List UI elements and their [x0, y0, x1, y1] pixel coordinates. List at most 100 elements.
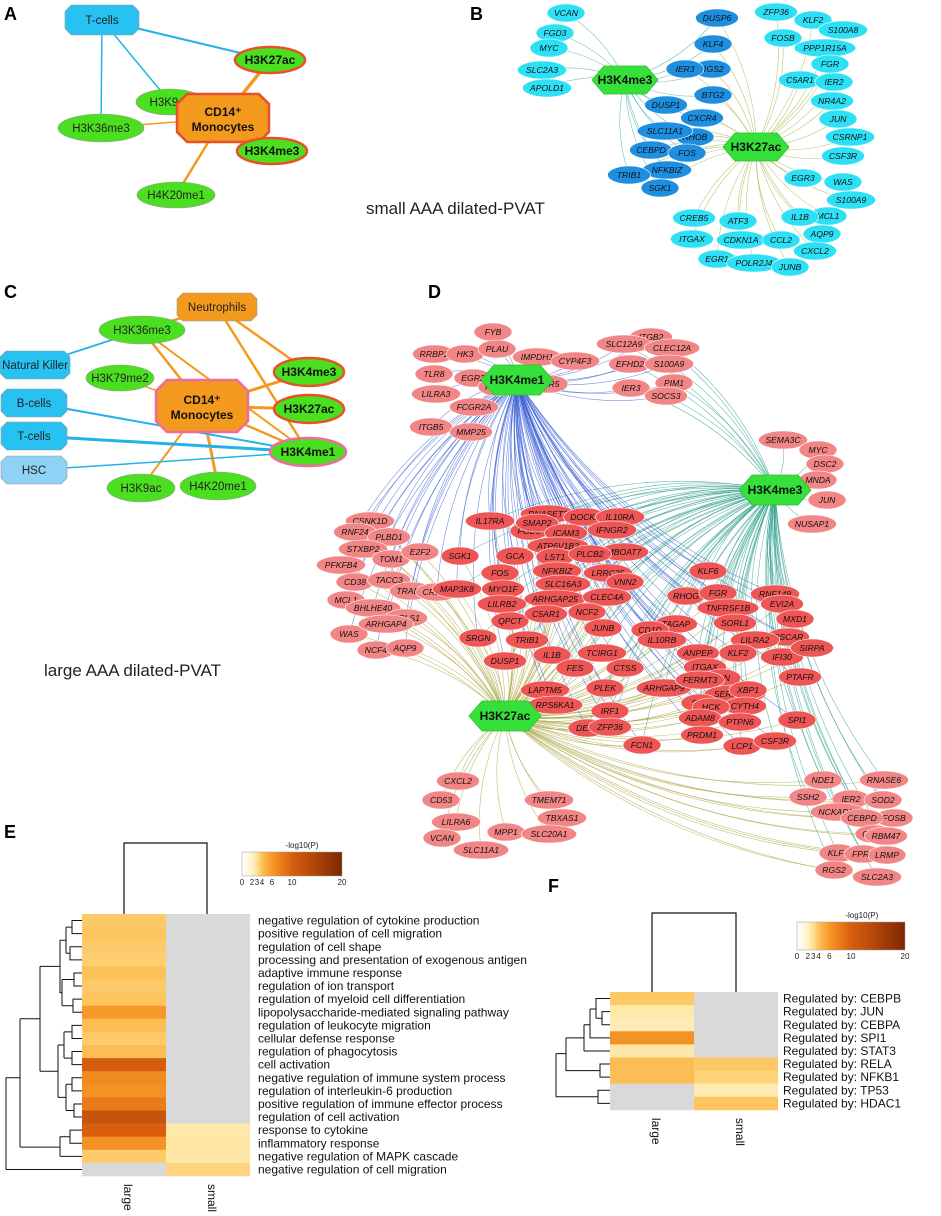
edge-d-me3-rgs2: [768, 489, 835, 871]
gene-label-slc11a1: SLC11A1: [647, 126, 683, 136]
gene-label-s100a9: S100A9: [654, 359, 685, 369]
hub-h3k27ac: [468, 700, 542, 732]
row-label: processing and presentation of exogenous…: [258, 953, 527, 967]
edge-d-me1-laptm5: [505, 379, 546, 691]
gene-label-s100a9: S100A9: [836, 195, 867, 205]
gene-label-itgax: ITGAX: [679, 234, 705, 244]
gene-clec4a: [582, 587, 632, 607]
gene-label-creb5: CREB5: [680, 213, 709, 223]
edge-d-ac-sirpa: [504, 647, 813, 718]
gene-label-ptpn6: PTPN6: [726, 717, 754, 727]
colorbar-tick: 2: [806, 952, 811, 961]
heat-cell-large: [82, 927, 166, 941]
gene-plcb2: [568, 544, 612, 564]
gene-label-junb: JUNB: [778, 262, 802, 272]
gene-label-nckap1l: NCKAP1L: [818, 807, 857, 817]
node-nk-label: Natural Killer: [2, 360, 68, 372]
node-bcells-shape: [0, 388, 68, 418]
gene-klf2: [793, 10, 833, 30]
node-h3k27ac-shape: [233, 45, 307, 75]
gene-label-anpep: ANPEP: [682, 648, 712, 658]
gene-label-itgax: ITGAX: [692, 662, 718, 672]
colorbar-tick: 2: [250, 878, 255, 887]
heat-cell-small: [694, 1096, 778, 1111]
gene-label-ccl2: CCL2: [770, 235, 792, 245]
gene-ptafr: [778, 667, 822, 687]
gene-label-ncf2: NCF2: [576, 607, 599, 617]
gene-label-rhob: RHOB: [683, 132, 708, 142]
heat-cell-large: [610, 1044, 694, 1058]
gene-spi1: [777, 710, 817, 730]
gene-label-csf3r: CSF3R: [761, 736, 789, 746]
gene-label-itgb2: ITGB2: [639, 332, 664, 342]
gene-itgax: [670, 229, 714, 249]
gene-label-zfp36: ZFP36: [596, 722, 623, 732]
gene-label-prdm1: PRDM1: [687, 730, 717, 740]
gene-vcan: [546, 3, 586, 23]
heat-cell-small: [166, 966, 250, 980]
edge-d-ac-nde1: [504, 715, 824, 783]
gene-label-arhgap4: ARHGAP4: [364, 619, 406, 629]
colorbar-tick: 3: [255, 878, 260, 887]
gene-c5ar1: [524, 604, 568, 624]
gene-label-irf1: IRF1: [601, 706, 620, 716]
colorbar-tick: 6: [270, 878, 275, 887]
gene-label-srgn: SRGN: [466, 633, 492, 643]
colorbar-tick: 6: [827, 952, 832, 961]
edge-d-ac-sgk1: [459, 555, 506, 717]
gene-label-il1b: IL1B: [543, 650, 561, 660]
gene-sirpa: [790, 638, 834, 658]
gene-label-ier2: IER2: [824, 77, 843, 87]
gene-label-il10rb: IL10RB: [648, 635, 677, 645]
gene-label-ifngr2: IFNGR2: [596, 525, 628, 535]
edge-d-me1-sirpa: [516, 379, 813, 649]
gene-label-lilra6: LILRA6: [442, 817, 471, 827]
gene-ier3: [665, 59, 705, 79]
row-label: negative regulation of immune system pro…: [258, 1071, 505, 1085]
edge-d-me3-sgk1: [459, 487, 776, 557]
heat-cell-small: [694, 992, 778, 1006]
colorbar-tick: 10: [288, 878, 297, 887]
gene-ctss: [605, 658, 645, 678]
edge-d-ac-tom1: [390, 558, 506, 717]
heat-cell-large: [82, 1084, 166, 1098]
gene-klf6: [688, 561, 728, 581]
gene-label-slc16a3: SLC16A3: [545, 579, 582, 589]
heat-cell-large: [82, 966, 166, 980]
gene-label-tnfrsf1b: TNFRSF1B: [706, 603, 751, 613]
gene-ccl2: [761, 230, 801, 250]
edge-d-me3-serpina1: [732, 489, 776, 695]
gene-label-fcgr2a: FCGR2A: [457, 402, 492, 412]
gene-label-pim1: PIM1: [664, 378, 684, 388]
gene-label-fcn1: FCN1: [631, 740, 654, 750]
heat-cell-large: [82, 940, 166, 954]
heat-cell-large: [82, 1071, 166, 1085]
edge-d-ac-trabd: [410, 590, 506, 717]
edge-d-ac-rbm47: [504, 715, 887, 837]
node-tcells-shape: [64, 4, 140, 36]
gene-junb: [583, 618, 623, 638]
gene-btg2: [693, 85, 733, 105]
gene-fos: [667, 143, 707, 163]
gene-il1b: [780, 207, 820, 227]
gene-plau: [477, 339, 517, 359]
heat-cell-large: [610, 1083, 694, 1098]
gene-label-cdkn1a: CDKN1A: [724, 235, 759, 245]
gene-fes: [555, 658, 595, 678]
gene-dusp1: [483, 651, 527, 671]
gene-label-rnf24: RNF24: [341, 527, 368, 537]
node-h3k4me3-shape: [235, 136, 309, 166]
panel-label-e: E: [4, 822, 16, 842]
heat-cell-large: [610, 1096, 694, 1111]
gene-label-tbxas1: TBXAS1: [546, 813, 579, 823]
gene-label-klf2: KLF2: [803, 15, 824, 25]
gene-label-plbd1: PLBD1: [375, 532, 402, 542]
row-label: Regulated by: HDAC1: [783, 1096, 901, 1110]
gene-label-c5ar1: C5AR1: [786, 75, 814, 85]
edge-d-me1-il17ra: [488, 379, 518, 522]
node-tcells-label: T-cells: [85, 15, 118, 27]
colorbar-tick: 20: [338, 878, 347, 887]
hub-h3k4me1: [480, 364, 554, 396]
node-tcells-label: T-cells: [17, 431, 50, 443]
